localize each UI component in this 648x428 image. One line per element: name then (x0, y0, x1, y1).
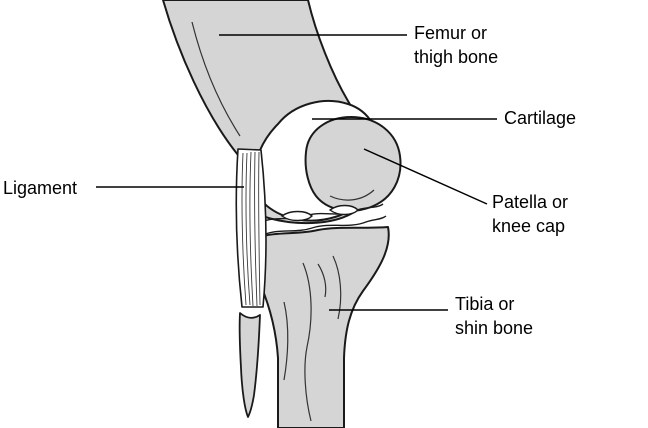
ligament-fiber-2 (245, 152, 251, 306)
patella-label: Patella or knee cap (492, 190, 568, 238)
tibia-label-line2: shin bone (455, 318, 534, 338)
ligament-fiber-4 (254, 151, 258, 307)
ligament-shape (235, 148, 267, 308)
tibia-shape (252, 226, 390, 428)
meniscus-line-lower (258, 215, 387, 238)
ligament-label: Ligament (3, 176, 77, 200)
femur-label-line1: Femur or (414, 23, 488, 43)
meniscus-line-upper (255, 203, 384, 226)
femur-label-line2: thigh bone (414, 47, 499, 67)
meniscus-pad-left (280, 210, 313, 222)
patella-label-line1: Patella or (492, 192, 569, 212)
patella-contour-line (329, 189, 375, 201)
tibia-contour-line-1 (302, 262, 312, 422)
tibia-contour-line-4 (317, 263, 327, 298)
leader-lines (96, 34, 497, 311)
patella-label-line2: knee cap (492, 216, 566, 236)
ligament-fiber-3 (249, 151, 254, 307)
cartilage-label: Cartilage (504, 106, 576, 130)
femur-label: Femur or thigh bone (414, 21, 498, 69)
leader-line-patella (363, 148, 488, 205)
ligament-striations (241, 151, 261, 307)
patella-shape (304, 116, 402, 212)
tibia-contour-line-3 (283, 301, 289, 381)
femur-contour-line (191, 21, 241, 137)
ligament-fiber-1 (241, 152, 247, 306)
cartilage-label-line1: Cartilage (504, 108, 577, 128)
meniscus-pad-right (328, 204, 359, 216)
ligament-label-line1: Ligament (3, 178, 78, 198)
tibia-label: Tibia or shin bone (455, 292, 533, 340)
ligament-fiber-5 (258, 151, 261, 306)
tibia-label-line1: Tibia or (455, 294, 515, 314)
fibula-shape (238, 312, 261, 418)
tibia-contour-line-2 (332, 255, 342, 320)
tibia-contour-lines (283, 255, 342, 422)
